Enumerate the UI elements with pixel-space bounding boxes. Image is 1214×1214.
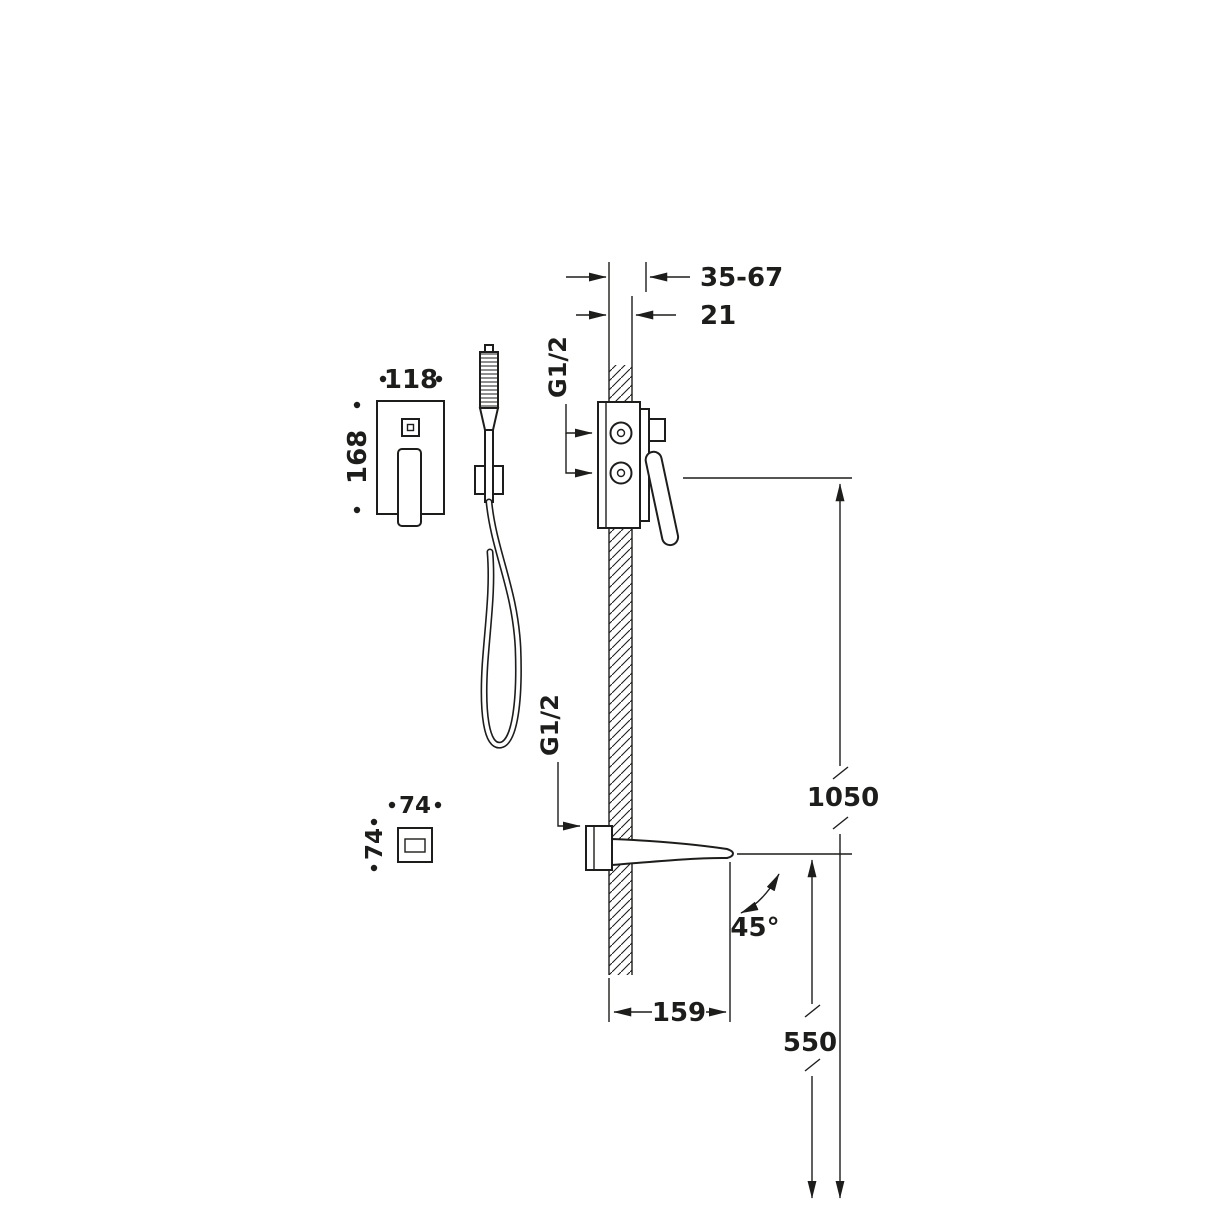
dim-label-outlet-width: 74 xyxy=(399,793,431,819)
dim-label-embed-depth: 35-67 xyxy=(700,263,783,293)
callout-mixer-thread: G1/2 xyxy=(544,336,593,478)
dim-label-plate-width: 118 xyxy=(384,365,438,395)
mixer-valve xyxy=(597,401,680,547)
control-plate xyxy=(376,400,445,527)
wall-section xyxy=(608,262,647,1022)
dim-label-wall-offset: 21 xyxy=(700,301,736,331)
mixer-lever xyxy=(644,450,680,547)
dim-label-swivel-angle: 45° xyxy=(730,913,779,943)
dim-label-plate-height: 168 xyxy=(343,430,373,484)
dim-wall-offset: 21 xyxy=(576,301,736,331)
dim-label-outlet-height: 74 xyxy=(362,828,388,860)
label-spout-thread: G1/2 xyxy=(536,694,564,756)
callout-spout-thread: G1/2 xyxy=(536,694,581,831)
wall-outlet xyxy=(397,827,433,863)
dim-plate-height: 168 xyxy=(343,401,373,514)
hand-shower xyxy=(474,344,504,503)
dim-outlet-width: 74 xyxy=(388,793,442,819)
dim-plate-width: 118 xyxy=(379,365,443,395)
dim-outlet-height: 74 xyxy=(362,818,388,872)
dim-mixer-height: 1050 xyxy=(807,483,879,1199)
dim-spout-reach: 159 xyxy=(613,998,727,1028)
dim-spout-height: 550 xyxy=(783,859,837,1199)
shower-hose xyxy=(480,498,522,749)
dim-embed-depth: 35-67 xyxy=(566,263,783,293)
reference-lines xyxy=(683,477,852,1022)
dim-label-spout-reach: 159 xyxy=(652,998,706,1028)
bath-spout xyxy=(585,825,735,871)
swivel-angle-annotation: 45° xyxy=(730,873,780,943)
dim-label-spout-height: 550 xyxy=(783,1028,837,1058)
dim-label-mixer-height: 1050 xyxy=(807,783,879,813)
label-mixer-thread: G1/2 xyxy=(544,336,572,398)
